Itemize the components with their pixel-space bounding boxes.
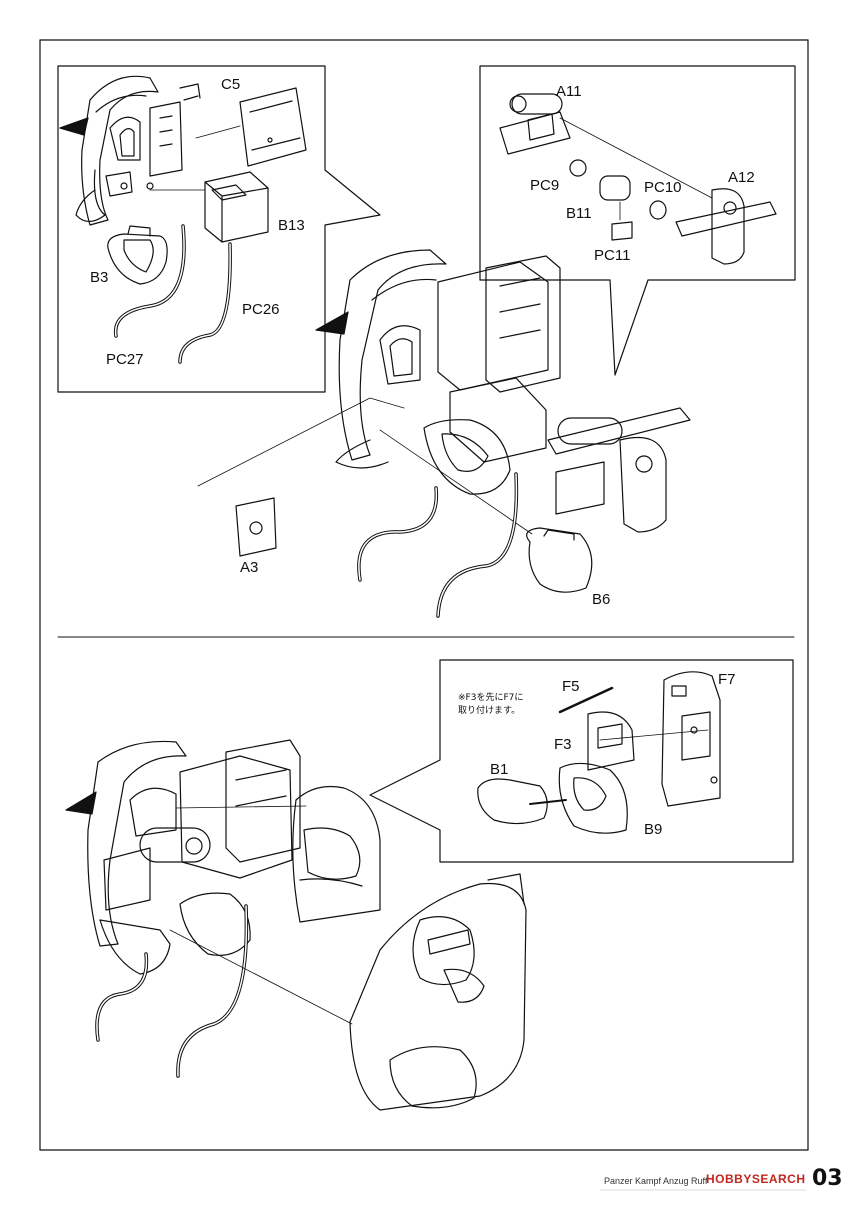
label-f3: F3	[554, 736, 572, 753]
label-pc27: PC27	[106, 351, 144, 368]
leg-half-detail	[59, 75, 201, 226]
label-b6: B6	[592, 591, 611, 608]
label-b11: B11	[566, 205, 592, 222]
part-pc27-tube-inner	[114, 225, 185, 337]
label-a12: A12	[728, 169, 755, 186]
label-f5: F5	[562, 678, 580, 695]
part-c5-plate	[195, 87, 307, 167]
label-pc26: PC26	[242, 301, 280, 318]
label-b9: B9	[644, 821, 663, 838]
label-c5: C5	[221, 76, 241, 93]
detail-box-bottom-right	[369, 659, 794, 863]
label-b3: B3	[90, 269, 109, 286]
footer-product-name: Panzer Kampf Anzug Ruff	[604, 1176, 708, 1186]
label-b13: B13	[278, 217, 305, 234]
part-a11-bracket	[499, 93, 571, 155]
part-f3-panel	[587, 711, 709, 771]
part-b1-cap	[477, 778, 567, 825]
bottom-leg-assembly	[65, 739, 301, 975]
part-f5-rod	[558, 686, 614, 714]
part-a3-plate	[197, 397, 405, 557]
part-a12-bracket	[675, 188, 777, 265]
label-a11: A11	[556, 83, 582, 100]
bottom-leg-tubes	[95, 904, 249, 1078]
label-f7: F7	[718, 671, 736, 688]
assembly-note: ※F3を先にF7に 取り付けます。	[458, 693, 524, 716]
label-b1: B1	[490, 761, 509, 778]
part-b3-pad	[107, 225, 168, 285]
bottom-leg-tubes-inner	[96, 905, 248, 1077]
part-b9-block	[558, 762, 628, 834]
label-a3: A3	[240, 559, 259, 576]
part-pc26-tube-inner	[179, 243, 231, 363]
watermark-logo: HOBBYSEARCH	[706, 1172, 806, 1186]
page-number: 03	[812, 1166, 843, 1191]
part-b6-pad	[379, 429, 593, 593]
label-pc9: PC9	[530, 177, 560, 194]
label-pc10: PC10	[644, 179, 682, 196]
part-f7-panel	[661, 671, 721, 807]
label-pc11: PC11	[594, 247, 631, 264]
page-frame	[39, 39, 809, 1151]
detail-box-left	[57, 65, 381, 393]
main-tubes	[357, 472, 519, 618]
main-hinge-assembly	[547, 407, 691, 533]
main-tubes-inner	[358, 473, 518, 617]
bottom-inner-panel	[175, 785, 381, 923]
hinge-parts-row	[559, 117, 713, 241]
part-b13-block	[149, 171, 269, 243]
bottom-outer-shell	[169, 873, 527, 1111]
detail-box-right	[479, 65, 796, 376]
main-leg-half	[315, 249, 561, 495]
